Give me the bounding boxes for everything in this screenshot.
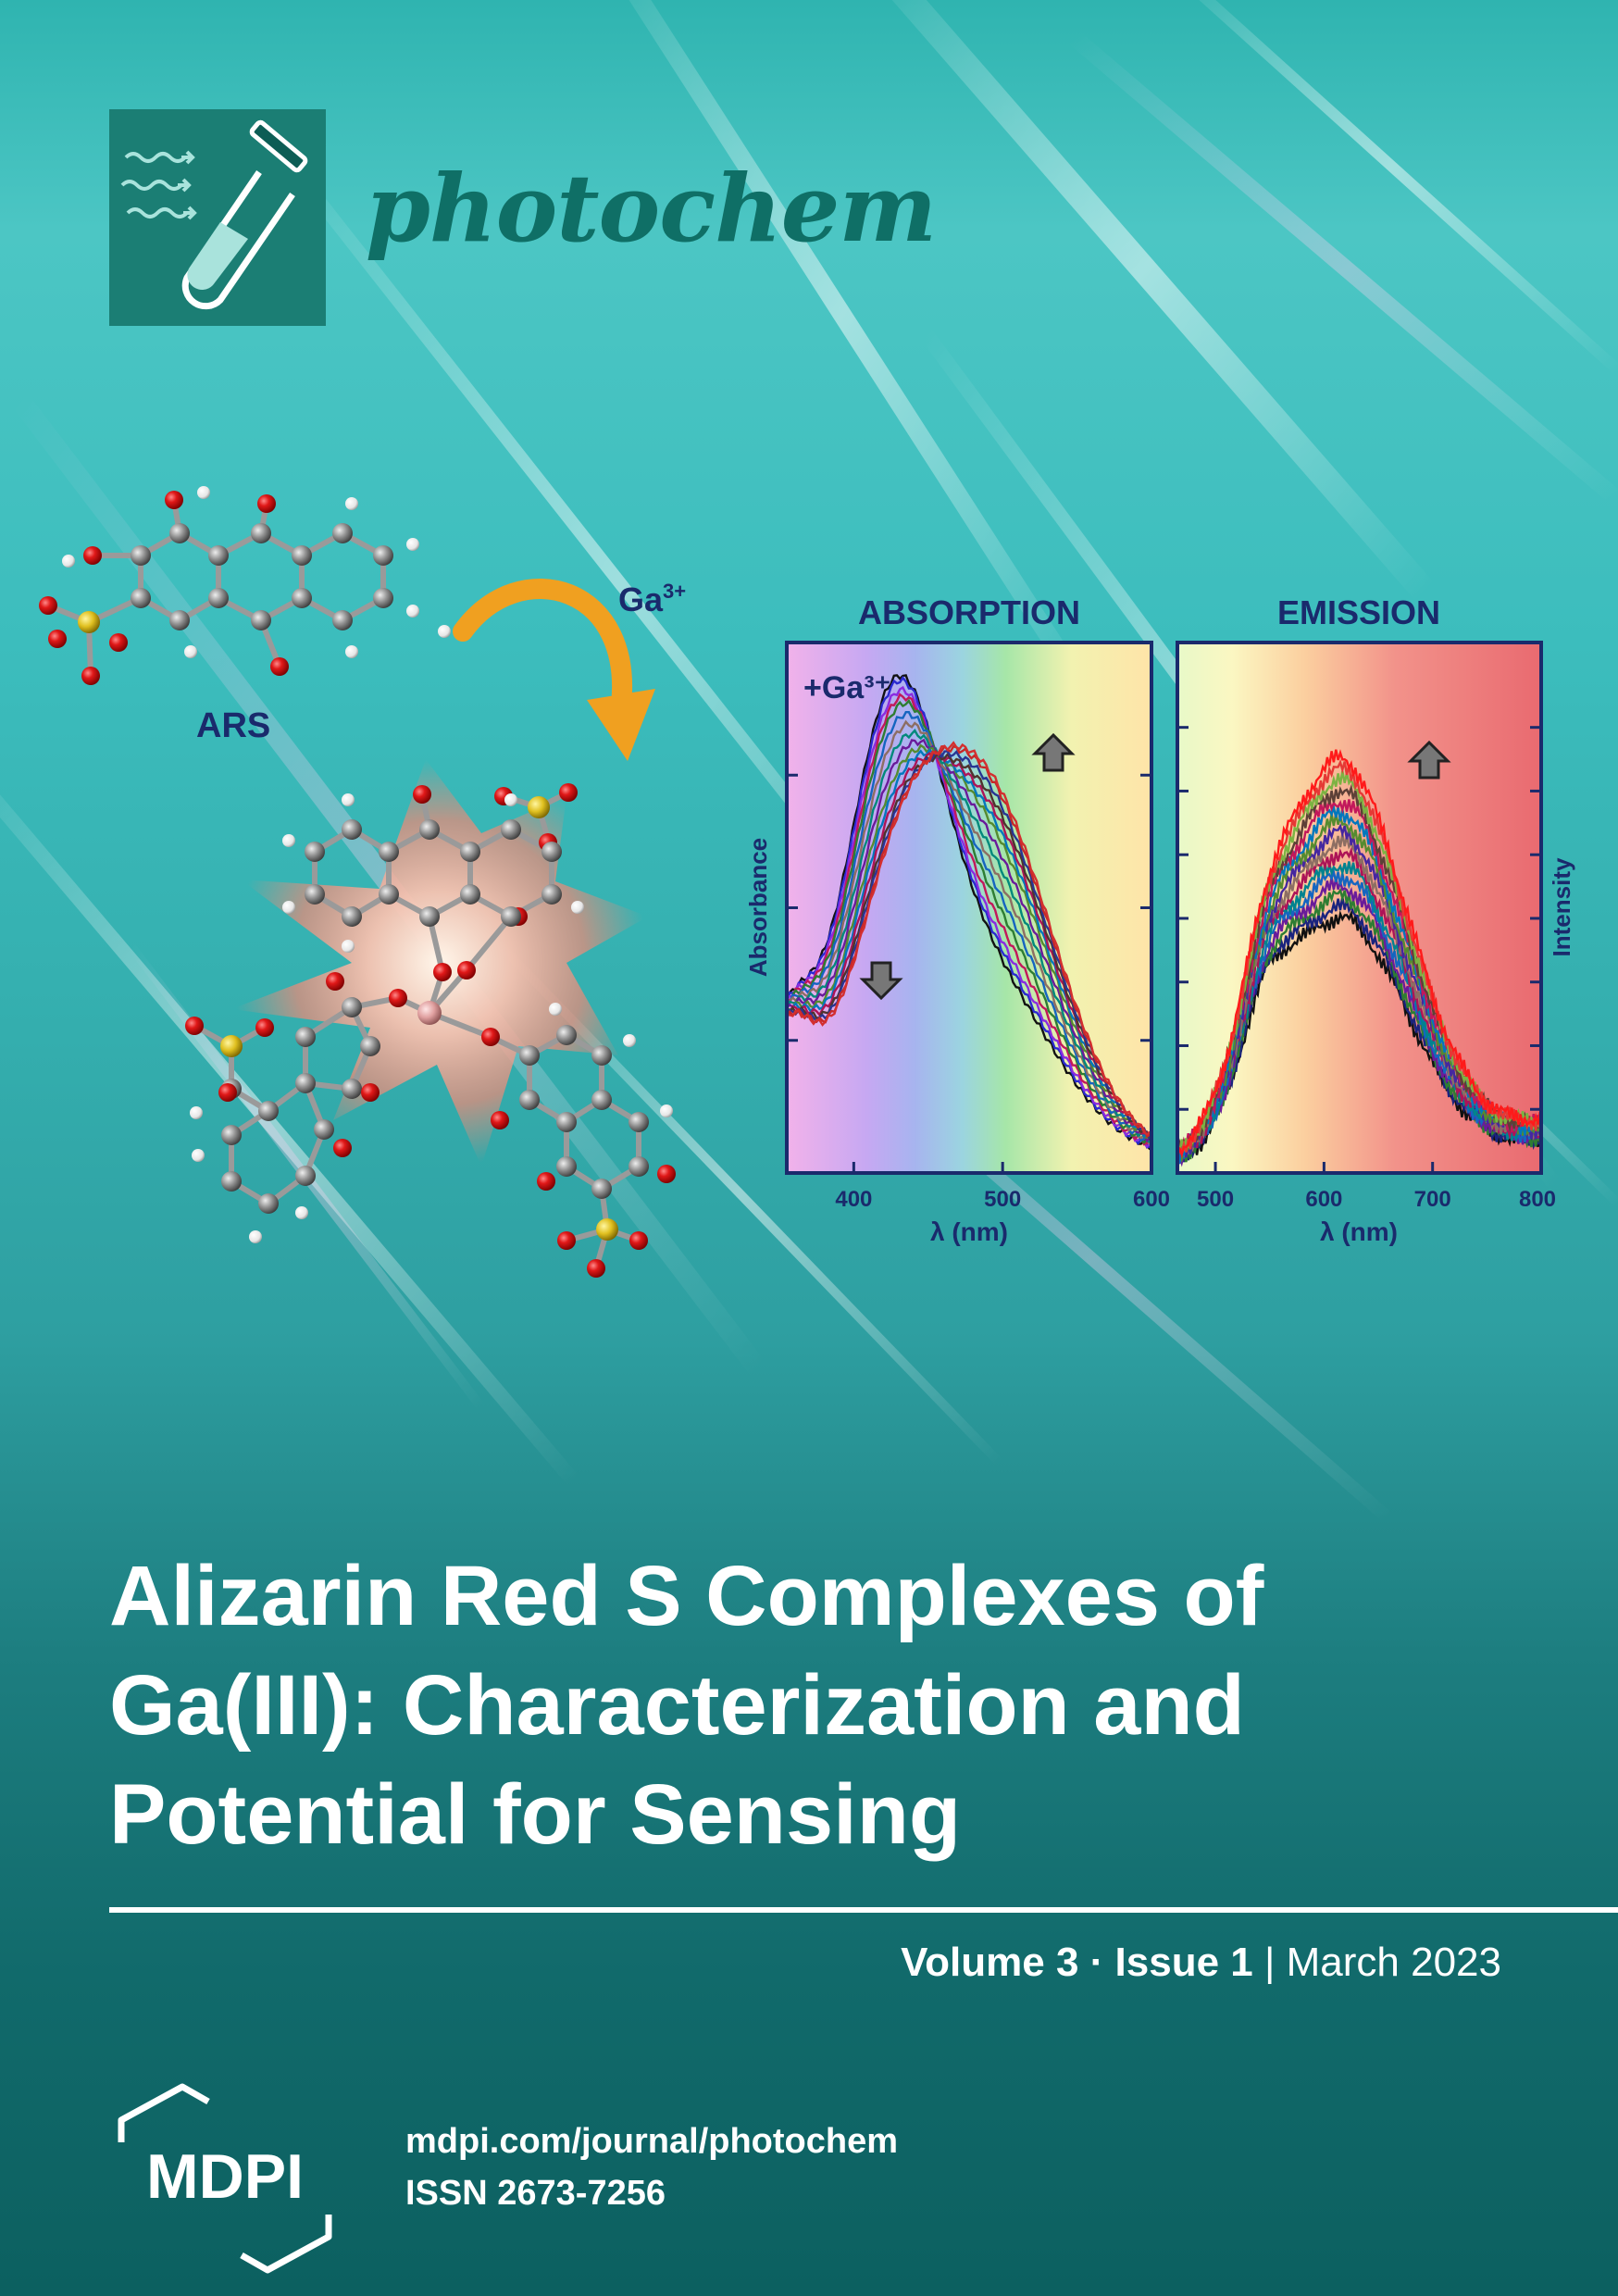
emission-x-tick-label: 600: [1305, 1187, 1342, 1212]
absorption-series-line: [787, 719, 1151, 1145]
absorption-series-group: [787, 674, 1151, 1151]
emission-y-axis-label: Intensity: [1548, 857, 1575, 956]
ars-label: ARS: [196, 706, 270, 745]
emission-y-ticks: [1177, 726, 1541, 1111]
absorption-series-line: [787, 698, 1151, 1144]
emission-plot-area: [1177, 643, 1541, 1173]
absorption-x-axis-label: λ (nm): [930, 1217, 1008, 1246]
absorption-x-tick-label: 600: [1133, 1187, 1170, 1212]
ars-molecule: ARS: [39, 486, 451, 745]
title-divider: [109, 1907, 1618, 1913]
emission-x-tick-label: 500: [1197, 1187, 1234, 1212]
issn-label: ISSN 2673-7256: [405, 2174, 666, 2213]
mdpi-logo-text: MDPI: [146, 2141, 304, 2212]
reaction-arrow: Ga3+: [453, 579, 686, 761]
emission-x-ticks: 500 600 700 800: [1197, 1162, 1556, 1212]
light-waves-icon: [120, 150, 197, 220]
emission-plot-frame: [1176, 641, 1543, 1175]
increase-arrow-icon: [1407, 740, 1451, 780]
issue-label: Issue 1: [1114, 1940, 1253, 1985]
emission-series-line: [1177, 888, 1541, 1165]
journal-name: photochem: [366, 154, 937, 263]
absorption-series-line: [787, 711, 1151, 1145]
test-tube-icon: [181, 119, 308, 310]
mdpi-logo: MDPI: [118, 2083, 332, 2274]
emission-series-group: [1177, 749, 1541, 1168]
article-title-line: Ga(III): Characterization and: [109, 1658, 1245, 1753]
issue-date: March 2023: [1286, 1940, 1501, 1985]
absorption-chart: ABSORPTION 400 500 600 λ (nm) Absorbance +…: [744, 593, 1170, 1246]
absorption-x-ticks: 400 500 600: [835, 1162, 1170, 1212]
absorption-series-line: [787, 751, 1151, 1139]
absorption-x-tick-label: 500: [984, 1187, 1021, 1212]
absorption-chart-title: ABSORPTION: [858, 593, 1080, 631]
emission-chart-title: EMISSION: [1277, 593, 1440, 631]
absorption-y-axis-label: Absorbance: [744, 838, 772, 977]
ga-ion-label: Ga3+: [618, 580, 686, 618]
absorption-series-line: [787, 741, 1151, 1136]
absorption-series-line: [787, 752, 1151, 1141]
emission-x-axis-label: λ (nm): [1320, 1217, 1398, 1246]
date-divider: |: [1252, 1940, 1287, 1985]
article-title-line: Alizarin Red S Complexes of: [109, 1549, 1264, 1643]
absorption-x-tick-label: 400: [835, 1187, 872, 1212]
emission-x-tick-label: 700: [1414, 1187, 1451, 1212]
absorption-series-line: [787, 738, 1151, 1142]
emission-series-line: [1177, 749, 1541, 1160]
emission-chart: EMISSION 500 600 700 800 λ (nm) Intensity: [1176, 593, 1575, 1246]
issue-info: Volume 3 · Issue 1 | March 2023: [901, 1940, 1501, 1986]
journal-url-link[interactable]: mdpi.com/journal/photochem: [405, 2122, 899, 2161]
absorption-y-ticks: [787, 773, 1151, 1042]
graphical-abstract: ARS Ga3+: [39, 486, 1575, 1278]
absorption-series-line: [787, 728, 1151, 1143]
decrease-arrow-icon: [859, 961, 903, 1001]
journal-logo: [109, 109, 326, 326]
article-title-line: Potential for Sensing: [109, 1767, 962, 1862]
journal-links: mdpi.com/journal/photochem ISSN 2673-725…: [405, 2115, 898, 2219]
issue-separator: ·: [1078, 1940, 1115, 1985]
emission-x-tick-label: 800: [1519, 1187, 1556, 1212]
increase-arrow-icon: [1031, 732, 1076, 772]
ga-complex: [185, 759, 676, 1278]
volume-label: Volume 3: [901, 1940, 1079, 1985]
article-title: Alizarin Red S Complexes of Ga(III): Cha…: [109, 1541, 1572, 1869]
absorption-ga-annotation: +Ga³⁺: [803, 670, 890, 705]
